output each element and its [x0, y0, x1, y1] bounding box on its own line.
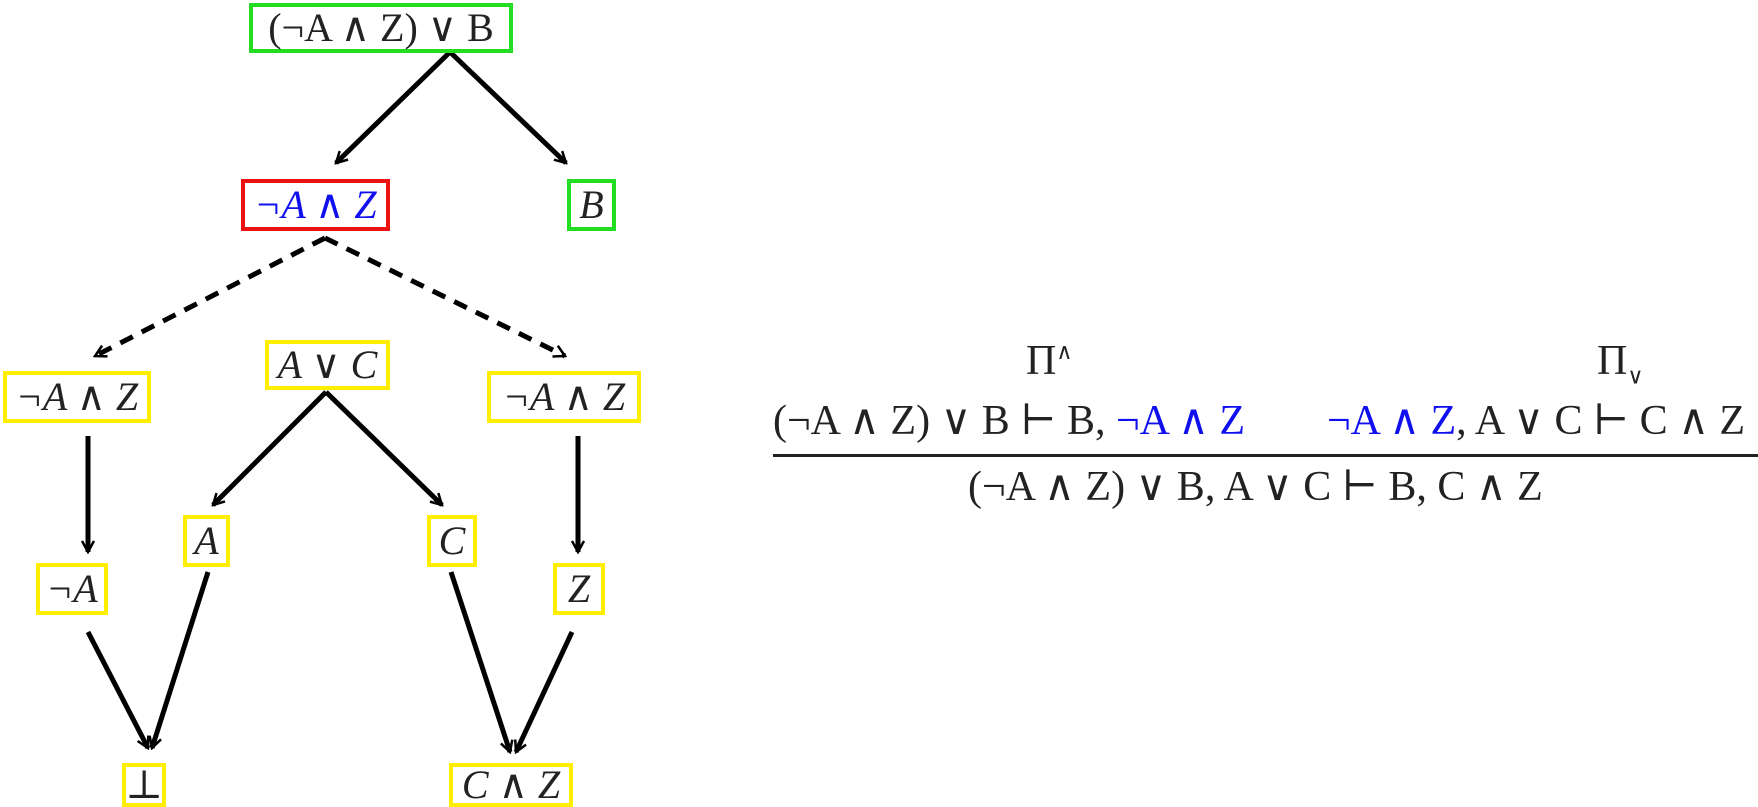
pi-right-sub: ∨ [1627, 363, 1644, 389]
edge-or-to-c [324, 390, 442, 505]
tree-node-right-conj: ¬A ∧ Z [487, 371, 641, 423]
proof-pi-right: Π∨ [1597, 340, 1643, 387]
edge-c-to-cz [448, 571, 510, 752]
proof-pi-left: Π∧ [1026, 340, 1072, 382]
pi-left-sup: ∧ [1056, 339, 1073, 364]
edge-root-to-red [336, 50, 452, 163]
premise-right-sequent: , A ∨ C ⊢ C ∧ Z [1456, 398, 1746, 444]
edge-red-to-right [323, 235, 565, 359]
premise-left-highlight: ¬A ∧ Z [1115, 398, 1246, 444]
proof-conclusion: (¬A ∧ Z) ∨ B, A ∨ C ⊢ B, C ∧ Z [968, 464, 1543, 510]
tree-node-bottom: ⊥ [122, 763, 166, 807]
tree-node-left-conj: ¬A ∧ Z [3, 371, 151, 423]
tree-node-neg-a-and-z-red: ¬A ∧ Z [241, 179, 390, 231]
tree-node-a-or-c: A ∨ C [265, 340, 390, 390]
edge-z-to-cz [513, 630, 575, 752]
tree-node-root: (¬A ∧ Z) ∨ B [249, 3, 513, 53]
tree-node-c-and-z: C ∧ Z [449, 763, 573, 807]
edge-a-to-bottom [152, 571, 211, 748]
edge-root-to-b [448, 50, 566, 165]
edge-nega-to-bottom [85, 630, 151, 748]
pi-right-symbol: Π [1597, 338, 1628, 384]
proof-premise-left: (¬A ∧ Z) ∨ B ⊢ B, ¬A ∧ Z [773, 400, 1245, 442]
pi-left-symbol: Π [1026, 338, 1057, 384]
inference-rule-line [773, 454, 1758, 457]
premise-right-highlight: ¬A ∧ Z [1327, 398, 1457, 444]
derivation-tree-edges [0, 50, 700, 807]
tree-node-a: A [183, 515, 230, 567]
edge-or-to-a [213, 390, 328, 505]
tree-node-z: Z [553, 563, 605, 615]
edge-red-to-left [95, 235, 327, 359]
premise-left-sequent: (¬A ∧ Z) ∨ B ⊢ B, [773, 398, 1116, 444]
proof-premise-right: ¬A ∧ Z, A ∨ C ⊢ C ∧ Z [1327, 400, 1745, 442]
tree-node-c: C [427, 515, 477, 567]
tree-node-b: B [567, 179, 616, 231]
tree-node-neg-a: ¬A [36, 563, 108, 615]
